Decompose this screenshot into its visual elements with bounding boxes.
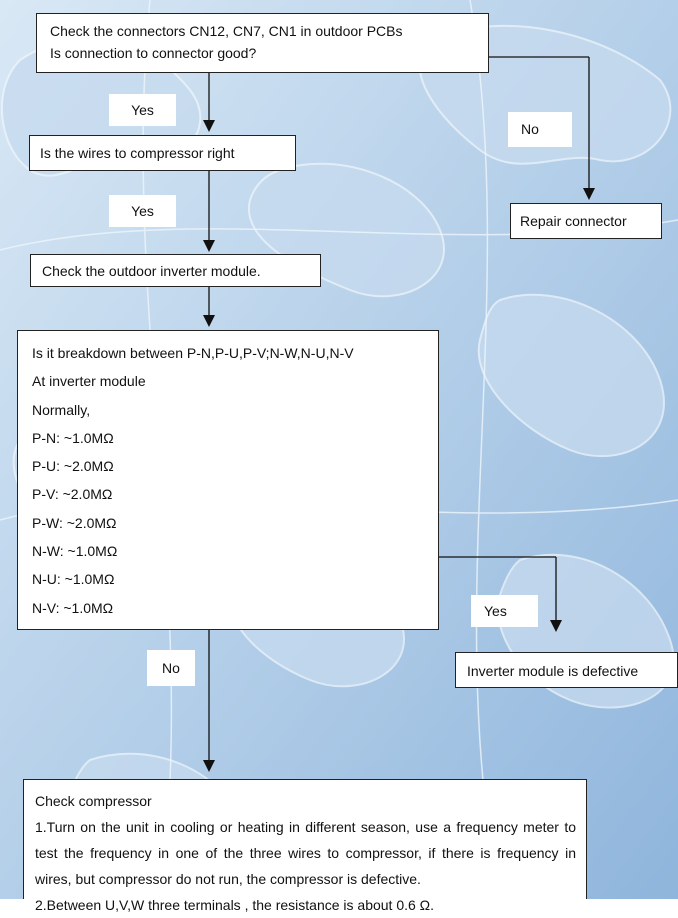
wires-compressor-text: Is the wires to compressor right bbox=[40, 145, 235, 161]
resistance-n-u: N-U: ~1.0MΩ bbox=[32, 571, 115, 588]
check-connectors-line-2: Is connection to connector good? bbox=[50, 45, 257, 61]
resistance-p-w: P-W: ~2.0MΩ bbox=[32, 514, 117, 531]
edge-label-yes-text: Yes bbox=[131, 102, 154, 118]
resistance-p-u: P-U: ~2.0MΩ bbox=[32, 458, 114, 475]
breakdown-check-box: Is it breakdown between P-N,P-U,P-V;N-W,… bbox=[17, 330, 439, 630]
edge-label-yes: Yes bbox=[109, 94, 176, 126]
resistance-p-v: P-V: ~2.0MΩ bbox=[32, 486, 113, 503]
check-connectors-line-1: Check the connectors CN12, CN7, CN1 in o… bbox=[50, 23, 403, 39]
edge-label-yes: Yes bbox=[109, 195, 176, 227]
resistance-n-v: N-V: ~1.0MΩ bbox=[32, 599, 114, 616]
check-compressor-step-2: 2.Between U,V,W three terminals , the re… bbox=[35, 897, 435, 913]
edge-label-no: No bbox=[147, 650, 195, 686]
edge-label-yes-text: Yes bbox=[131, 203, 154, 219]
breakdown-line: Is it breakdown between P-N,P-U,P-V;N-W,… bbox=[32, 345, 354, 361]
resistance-p-n: P-N: ~1.0MΩ bbox=[32, 429, 114, 446]
check-compressor-title: Check compressor bbox=[35, 793, 152, 809]
check-compressor-box: Check compressor 1.Turn on the unit in c… bbox=[23, 779, 587, 913]
check-compressor-step-1: 1.Turn on the unit in cooling or heating… bbox=[35, 819, 576, 887]
check-inverter-text: Check the outdoor inverter module. bbox=[42, 263, 261, 279]
breakdown-line: At inverter module bbox=[32, 373, 146, 390]
breakdown-line: Normally, bbox=[32, 401, 91, 418]
repair-connector-text: Repair connector bbox=[520, 213, 627, 229]
inverter-defective-box: Inverter module is defective bbox=[455, 652, 678, 688]
edge-label-yes: Yes bbox=[471, 595, 538, 627]
inverter-defective-text: Inverter module is defective bbox=[467, 663, 639, 679]
edge-label-no: No bbox=[508, 112, 572, 147]
edge-label-no-text: No bbox=[521, 121, 539, 137]
resistance-n-w: N-W: ~1.0MΩ bbox=[32, 543, 118, 560]
repair-connector-box: Repair connector bbox=[510, 203, 662, 239]
wires-compressor-box: Is the wires to compressor right bbox=[29, 135, 296, 171]
check-connectors-box: Check the connectors CN12, CN7, CN1 in o… bbox=[36, 13, 489, 73]
edge-label-no-text: No bbox=[162, 660, 180, 676]
check-inverter-box: Check the outdoor inverter module. bbox=[30, 254, 321, 287]
edge-label-yes-text: Yes bbox=[484, 603, 507, 619]
